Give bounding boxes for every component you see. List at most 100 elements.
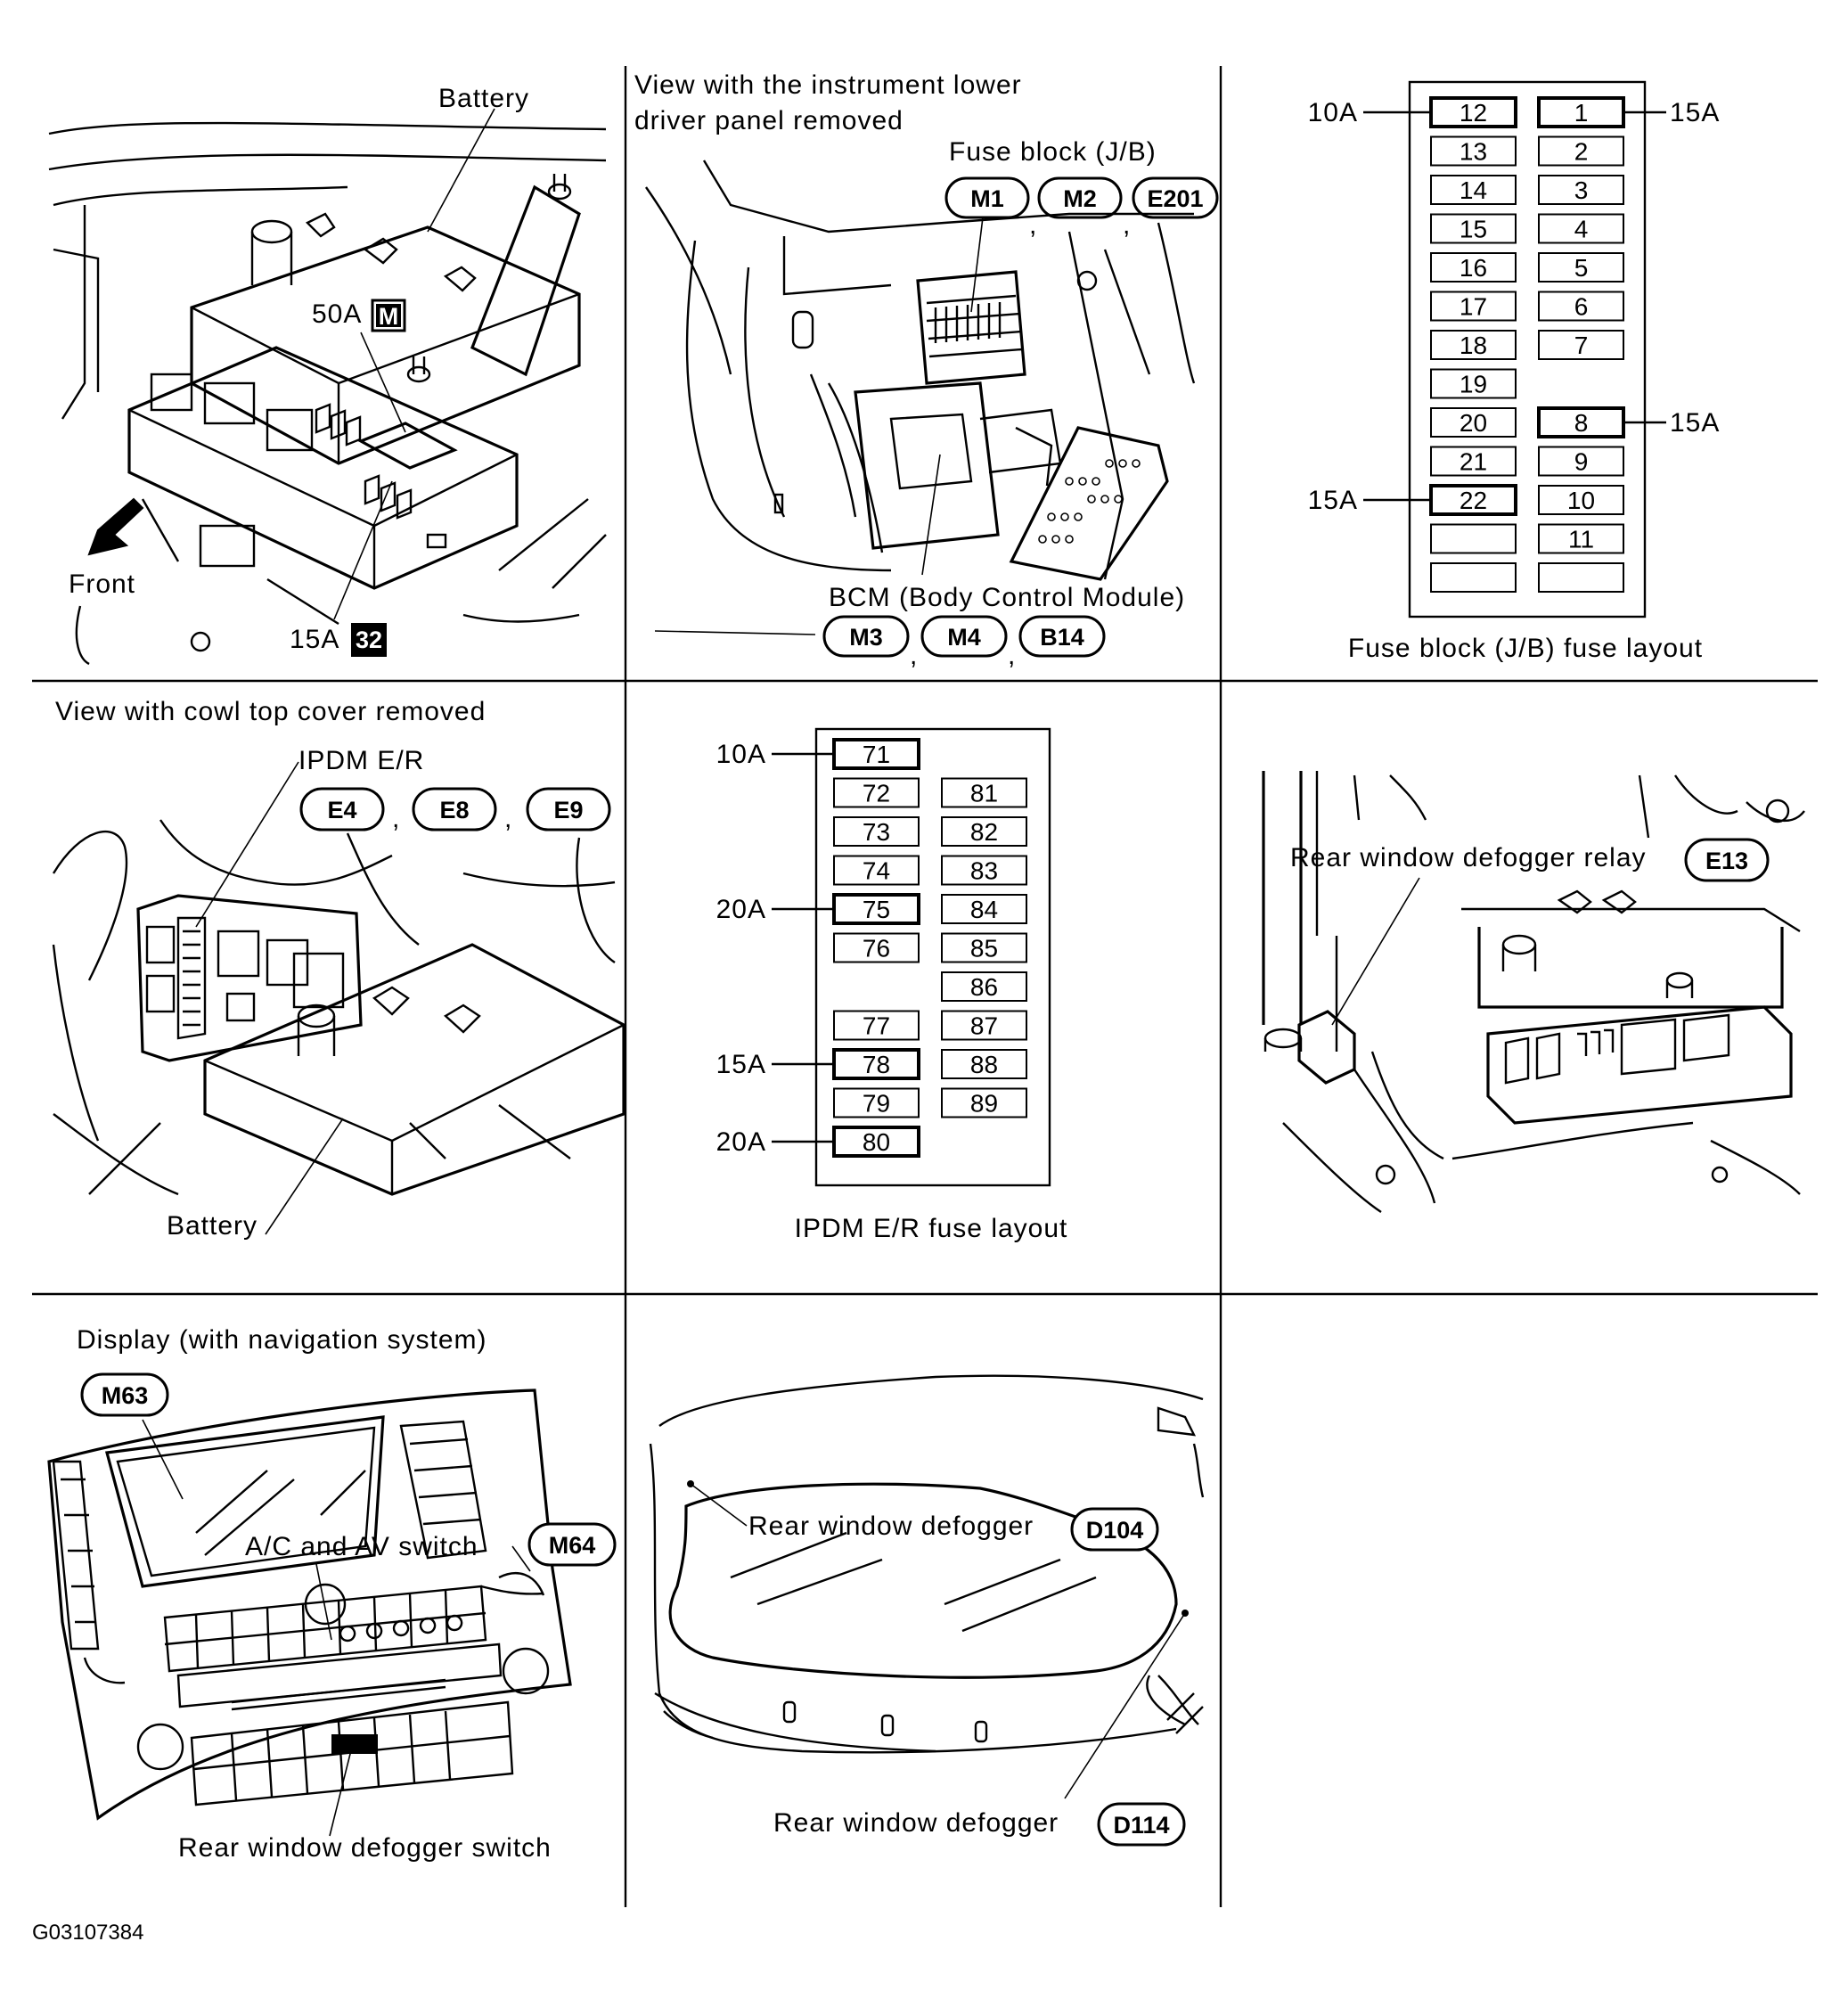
pedal-pattern	[1038, 459, 1141, 544]
fuse-block-label: Fuse block (J/B)	[949, 137, 1157, 167]
connector-m2: M2	[1063, 185, 1097, 212]
ipdm-fuse-77	[833, 1010, 920, 1041]
jb-fuse-21	[1430, 446, 1517, 477]
ipdm-fuse-number: 86	[970, 973, 998, 1001]
connector-d104: D104	[1086, 1517, 1144, 1544]
fuse-block-view-caption-2: driver panel removed	[634, 106, 904, 135]
ipdm-view-panel: View with cowl top cover removed IPDM E/…	[52, 697, 626, 1241]
ipdm-fuse-84	[941, 894, 1027, 924]
jb-fuse-2	[1538, 135, 1624, 167]
jb-fuse-9	[1538, 446, 1624, 477]
separator: ,	[1123, 210, 1131, 240]
jb-fuse-number: 20	[1460, 409, 1487, 437]
ipdm-fuse-layout-panel: 7110A7273747520A76777815A798020A81828384…	[716, 727, 1067, 1243]
ipdm-fuse-73	[833, 816, 920, 847]
ipdm-fuse-number: 88	[970, 1051, 998, 1078]
connector-m64: M64	[549, 1532, 596, 1559]
ipdm-fuse-87	[941, 1010, 1027, 1041]
jb-fuse-number: 7	[1574, 332, 1589, 359]
ipdm-fuse-number: 87	[970, 1012, 998, 1040]
front-label: Front	[69, 569, 135, 599]
jb-layout-caption: Fuse block (J/B) fuse layout	[1348, 634, 1703, 663]
connector-e13: E13	[1705, 848, 1748, 874]
defogger-label-1: Rear window defogger	[748, 1511, 1034, 1541]
jb-fuse-16	[1430, 252, 1517, 283]
jb-fuse-6	[1538, 291, 1624, 322]
ipdm-fuse-74	[833, 855, 920, 886]
ipdm-fuse-79	[833, 1087, 920, 1118]
defogger-switch-label: Rear window defogger switch	[178, 1833, 552, 1863]
separator: ,	[910, 641, 918, 670]
jb-fuse-15	[1430, 213, 1517, 244]
ipdm-fuse-number: 77	[863, 1012, 890, 1040]
jb-fuse-5	[1538, 252, 1624, 283]
connector-m1: M1	[970, 185, 1004, 212]
front-arrow-icon	[87, 497, 144, 556]
ipdm-fuse-number: 79	[863, 1090, 890, 1118]
jb-fuse-number: 21	[1460, 448, 1487, 476]
jb-fuse-number: 2	[1574, 138, 1589, 166]
ipdm-fuse-88	[941, 1049, 1027, 1079]
ipdm-rating-label: 20A	[716, 895, 766, 924]
jb-fuse-number: 16	[1460, 254, 1487, 282]
ipdm-rating-label: 20A	[716, 1127, 766, 1157]
jb-fuse-number: 5	[1574, 254, 1589, 282]
connector-e8: E8	[439, 797, 469, 823]
ipdm-fuse-81	[941, 777, 1027, 808]
connector-m3: M3	[849, 624, 883, 651]
ipdm-fuse-number: 71	[863, 741, 890, 768]
ipdm-label: IPDM E/R	[298, 746, 424, 775]
bcm-label: BCM (Body Control Module)	[829, 583, 1185, 612]
ipdm-fuse-number: 84	[970, 896, 998, 923]
fuse-block-view-panel: View with the instrument lower driver pa…	[634, 70, 1219, 670]
jb-fuse-number: 6	[1574, 293, 1589, 321]
connector-b14: B14	[1040, 624, 1084, 651]
separator: ,	[392, 804, 400, 833]
connector-e201: E201	[1147, 185, 1203, 212]
display-caption: Display (with navigation system)	[77, 1325, 487, 1355]
fuse-block-view-caption-1: View with the instrument lower	[634, 70, 1022, 100]
ipdm-fuse-number: 78	[863, 1051, 890, 1078]
jb-fuse-7	[1538, 330, 1624, 360]
ipdm-fuse-number: 80	[863, 1128, 890, 1156]
ipdm-fuse-number: 85	[970, 935, 998, 963]
ipdm-view-caption: View with cowl top cover removed	[55, 697, 486, 726]
ipdm-fuse-82	[941, 816, 1027, 847]
ipdm-fuse-number: 72	[863, 780, 890, 807]
jb-empty-slot	[1538, 562, 1624, 593]
jb-fuse-number: 3	[1574, 176, 1589, 204]
jb-rating-label: 15A	[1670, 408, 1720, 438]
ipdm-fuse-number: 75	[863, 896, 890, 923]
jb-rating-label: 15A	[1670, 98, 1720, 127]
jb-fuse-number: 13	[1460, 138, 1487, 166]
relay-view-panel: Rear window defogger relay E13	[1262, 771, 1805, 1213]
fuse-50a-rating: 50A	[312, 299, 362, 329]
ipdm-fuse-72	[833, 777, 920, 808]
display-view-panel: Display (with navigation system) M63	[47, 1325, 617, 1863]
ipdm-fuse-number: 73	[863, 818, 890, 846]
jb-fuse-3	[1538, 175, 1624, 205]
jb-fuse-18	[1430, 330, 1517, 360]
jb-fuse-number: 11	[1568, 526, 1594, 553]
connector-d114: D114	[1113, 1812, 1169, 1839]
jb-fuse-20	[1430, 407, 1517, 438]
jb-fuse-4	[1538, 213, 1624, 244]
jb-fuse-number: 1	[1574, 99, 1589, 127]
jb-rating-label: 15A	[1308, 486, 1358, 515]
separator: ,	[1029, 210, 1037, 240]
separator: ,	[504, 804, 512, 833]
ipdm-fuse-number: 82	[970, 818, 998, 846]
separator: ,	[1008, 641, 1016, 670]
jb-empty-slot	[1430, 523, 1517, 554]
connector-e4: E4	[327, 797, 356, 823]
jb-empty-slot	[1430, 562, 1517, 593]
panel-grid	[32, 66, 1818, 1907]
jb-fuse-17	[1430, 291, 1517, 322]
ipdm-fuse-grid: 7110A7273747520A76777815A798020A81828384…	[716, 738, 1027, 1158]
ipdm-fuse-number: 81	[970, 780, 998, 807]
jb-rating-label: 10A	[1308, 98, 1358, 127]
jb-fuse-number: 19	[1460, 371, 1487, 398]
jb-fuse-8	[1537, 406, 1625, 438]
